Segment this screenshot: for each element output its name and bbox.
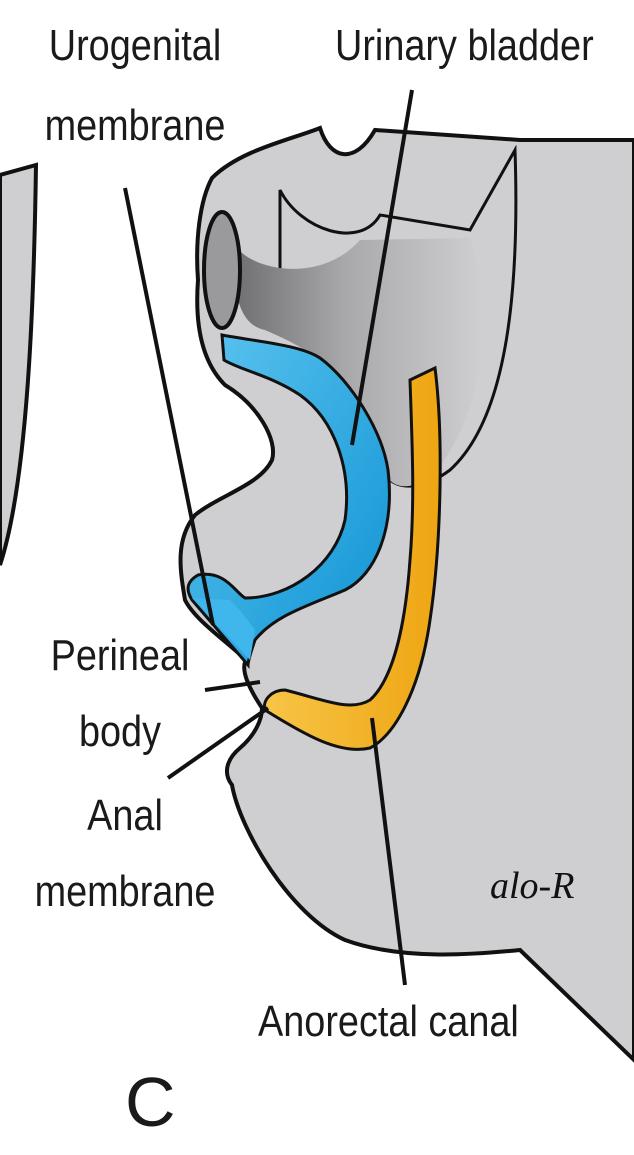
label-anal-line2: membrane bbox=[26, 866, 224, 918]
label-perineal-line1: Perineal bbox=[34, 630, 206, 682]
label-anal-line1: Anal bbox=[26, 790, 224, 842]
svg-text:alo-R: alo-R bbox=[490, 865, 574, 907]
artist-signature: alo-R bbox=[490, 865, 574, 907]
left-body-wall bbox=[0, 165, 36, 565]
label-urinary-bladder: Urinary bladder bbox=[335, 20, 594, 72]
label-anorectal-canal: Anorectal canal bbox=[258, 996, 519, 1048]
label-urogenital-line2: membrane bbox=[36, 100, 234, 152]
panel-letter: C bbox=[125, 1062, 176, 1142]
label-perineal-line2: body bbox=[34, 706, 206, 758]
tube-opening bbox=[204, 212, 240, 328]
label-urogenital-line1: Urogenital bbox=[36, 20, 234, 72]
